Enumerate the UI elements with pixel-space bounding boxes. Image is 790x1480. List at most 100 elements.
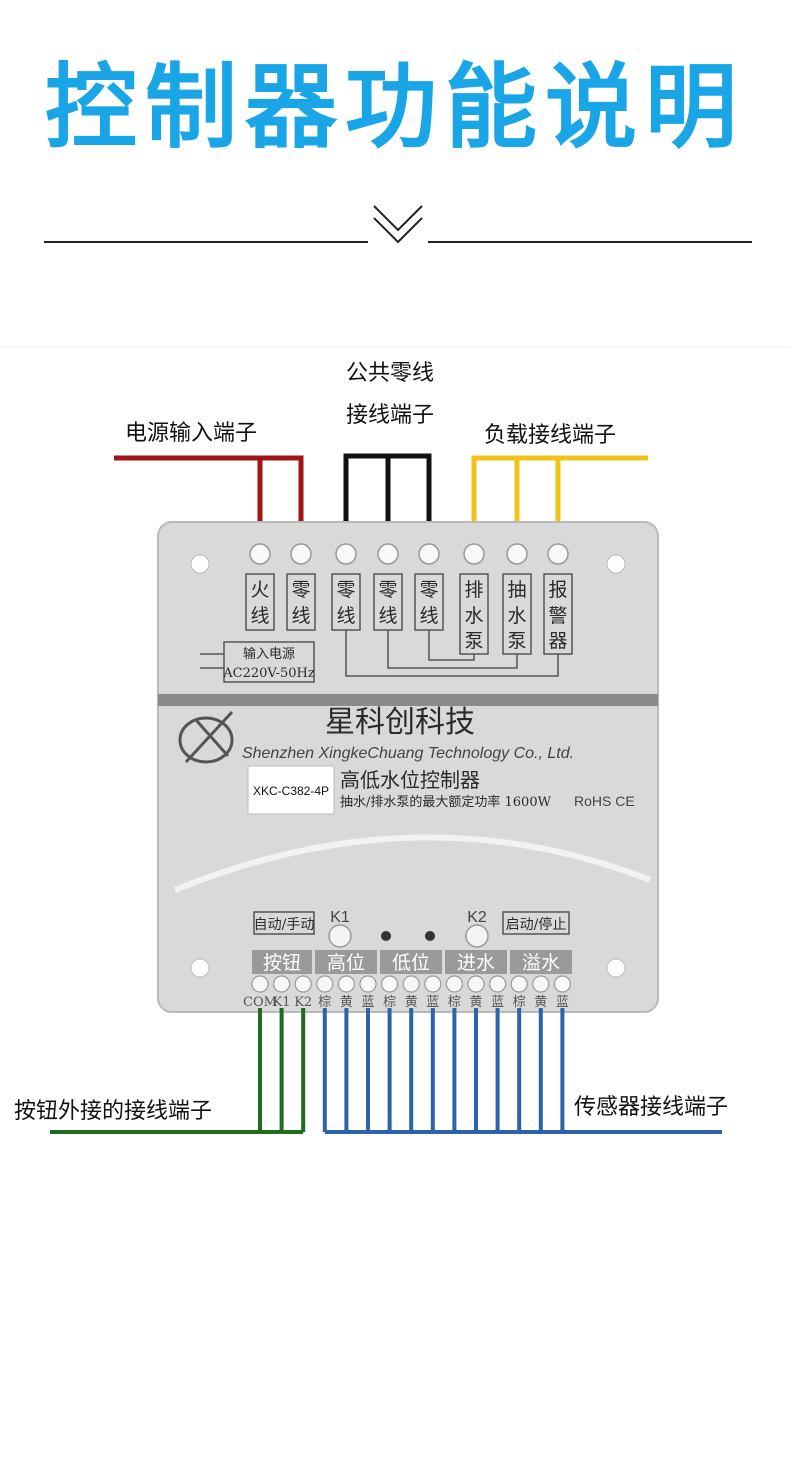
bottom-terminal-screw [273,975,291,993]
k1-label: K1 [330,909,350,926]
bottom-terminal-screw [402,975,420,993]
bottom-terminal-screw [489,975,507,993]
bottom-terminal-screw [359,975,377,993]
load-terminals-label: 负载接线端子 [484,423,616,448]
k1-button[interactable] [328,924,352,948]
bottom-pin-label: COM [243,995,277,1010]
terminal-label-char: 器 [548,630,567,652]
bottom-terminal-screw [553,975,572,993]
terminal-label-char: 排 [464,579,483,601]
button-terminals-label: 按钮外接的接线端子 [14,1099,212,1124]
bottom-pin-label: K2 [294,995,312,1010]
chevron-down-icon [373,205,423,244]
start-stop-box [502,911,570,935]
bottom-terminal-screw [337,975,355,993]
product-name: 高低水位控制器 [340,768,480,792]
bottom-pin-label: 棕 [383,995,396,1010]
terminal-label-neutral-3: 零 线 [378,579,397,627]
page-title: 控制器功能说明 [44,54,745,161]
model-box [247,765,335,815]
bottom-pin-label: K1 [273,995,291,1010]
bottom-group-label: 高位 [327,952,365,974]
terminal-label-char: 警 [548,605,567,627]
bottom-terminal-screw [316,975,334,993]
bottom-group-label: 低位 [392,952,430,974]
bottom-pin-label: 黄 [469,995,482,1010]
bottom-pin-label: 棕 [513,995,526,1010]
power-box-line1: 输入电源 [243,646,295,662]
status-led-1 [381,931,391,941]
terminal-label-char: 泵 [464,630,483,652]
panel-arc [173,834,652,893]
brand-logo [178,710,234,764]
bottom-terminal-screw [467,975,485,993]
bottom-pin-label: 黄 [534,995,547,1010]
terminal-label-char: 线 [378,605,397,627]
sensor-wires [322,1008,722,1134]
auto-manual-label: 自动/手动 [254,917,315,933]
bottom-terminal-screw [445,975,463,993]
auto-manual-box [253,911,315,935]
bottom-pin-label: 棕 [318,995,331,1010]
bottom-pin-label: 蓝 [556,995,569,1010]
terminal-label-drain-pump: 排 水 泵 [464,579,483,652]
bottom-terminal-screw [294,975,312,993]
button-wires [50,1008,306,1134]
sensor-terminals-label: 传感器接线端子 [574,1095,728,1120]
terminal-label-char: 火 [250,579,269,601]
terminal-label-char: 报 [548,579,567,601]
terminal-label-neutral-1: 零 线 [291,579,310,627]
top-terminal-links [200,630,559,677]
bottom-group-label: 进水 [457,952,495,974]
neutral-label-line1: 公共零线 [346,361,434,386]
cert-marks: RoHS CE [574,793,635,809]
bottom-group-boxes [252,950,572,974]
terminal-label-char: 线 [419,605,438,627]
terminal-label-char: 水 [464,605,483,627]
bottom-pin-label: 黄 [405,995,418,1010]
controller-body [157,521,659,1013]
terminal-label-char: 抽 [507,579,526,601]
terminal-label-char: 零 [336,579,355,601]
terminal-label-char: 线 [250,605,269,627]
terminal-label-neutral-4: 零 线 [419,579,438,627]
terminal-label-char: 零 [419,579,438,601]
terminal-label-char: 零 [291,579,310,601]
panel-divider [158,694,658,706]
power-input-label: 电源输入端子 [125,421,257,446]
power-rating: 抽水/排水泵的最大额定功率 1600W [340,794,552,810]
bottom-terminal-screw [510,975,528,993]
bottom-terminal-screw [251,975,269,993]
terminal-label-char: 零 [378,579,397,601]
terminal-label-char: 泵 [507,630,526,652]
bottom-terminal-screw [532,975,550,993]
neutral-label-line2: 接线端子 [346,403,434,428]
terminal-label-live: 火 线 [250,579,269,627]
bottom-terminal-screw [381,975,399,993]
bottom-pin-label: 棕 [448,995,461,1010]
power-box-line2: AC220V-50Hz [222,666,315,681]
terminal-label-neutral-2: 零 线 [336,579,355,627]
top-terminal-screws [249,543,569,565]
terminal-label-char: 线 [291,605,310,627]
bottom-pin-label: 蓝 [426,995,439,1010]
bottom-pin-label: 蓝 [361,995,374,1010]
start-stop-label: 启动/停止 [506,916,567,933]
mount-holes [190,554,626,978]
k2-label: K2 [467,909,487,926]
k2-button[interactable] [465,924,489,948]
terminal-label-char: 水 [507,605,526,627]
bottom-group-label: 溢水 [522,952,560,974]
terminal-label-fill-pump: 抽 水 泵 [507,579,526,652]
bottom-pin-label: 黄 [340,995,353,1010]
bottom-terminal-screws [251,975,572,993]
bottom-group-labels: 按钮 高位 低位 进水 溢水 [263,952,560,974]
model-number: XKC-C382-4P [253,784,329,798]
bottom-group-label: 按钮 [263,952,301,974]
brand-en: Shenzhen XingkeChuang Technology Co., Lt… [242,745,574,762]
brand-cn: 星科创科技 [325,705,475,740]
bottom-pin-label: 蓝 [491,995,504,1010]
terminal-label-char: 线 [336,605,355,627]
